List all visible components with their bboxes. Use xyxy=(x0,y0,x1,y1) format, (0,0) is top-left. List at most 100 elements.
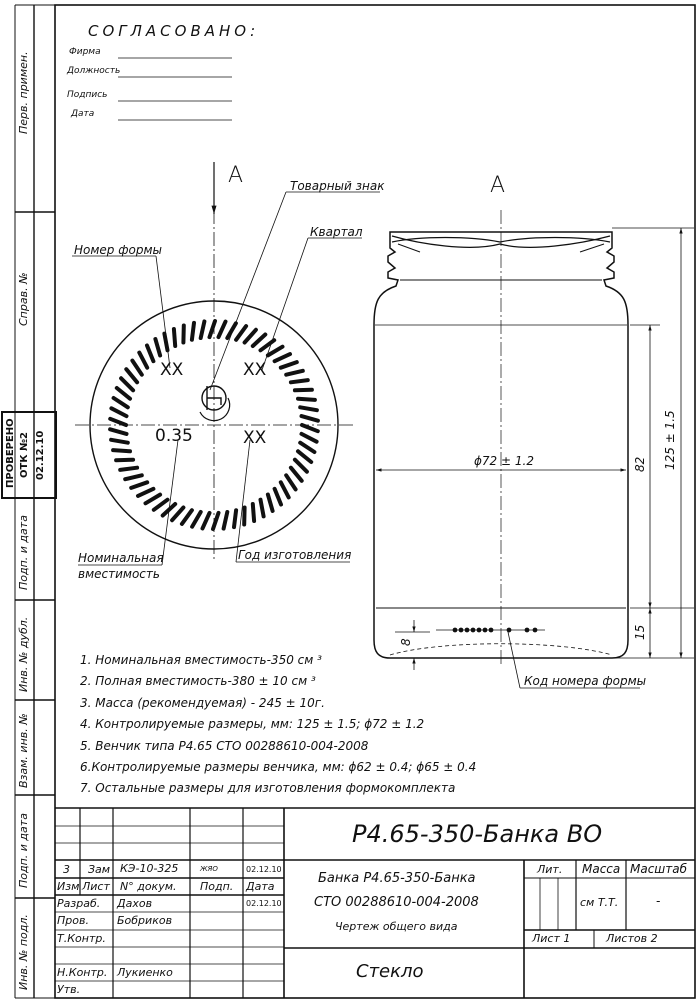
callout-nominal-capacity-1: Номинальная xyxy=(78,551,164,565)
otk-stamp-border xyxy=(1,411,57,499)
knurl-notch xyxy=(272,486,283,507)
side-label-sign-date-1: Подп. и дата xyxy=(17,515,30,590)
knurl-notch xyxy=(114,457,136,463)
side-label-orig-inv: Инв. № подл. xyxy=(17,914,30,990)
dim-height-total: 125 ± 1.5 xyxy=(663,410,677,470)
tb-name-0: Дахов xyxy=(117,897,153,910)
knurl-notch xyxy=(109,406,129,419)
callout-trademark: Товарный знак xyxy=(290,179,385,193)
knurl-notch xyxy=(111,396,130,410)
knurl-notch xyxy=(298,405,319,413)
note-2: 2. Полная вместимость-380 ± 10 см ³ xyxy=(80,674,316,688)
tb-hdr-list: Лист xyxy=(82,880,110,893)
dim-height-base: 15 xyxy=(633,624,647,640)
note-7: 7. Остальные размеры для изготовления фо… xyxy=(80,781,456,795)
knurl-notch xyxy=(170,505,186,523)
knurl-notch xyxy=(278,360,299,370)
callout-leaders xyxy=(72,191,640,689)
note-3: 3. Масса (рекомендуемая) - 245 ± 10г. xyxy=(80,696,325,710)
knurl-notch xyxy=(118,465,140,472)
side-label-sign-date-2: Подп. и дата xyxy=(17,813,30,888)
tb-scale-value: - xyxy=(656,894,661,908)
view-label-right: A xyxy=(490,173,506,198)
tb-rev-sign: ЖЯО xyxy=(200,865,218,873)
tb-role-1: Пров. xyxy=(57,914,89,927)
tb-date-0: 02.12.10 xyxy=(246,899,282,908)
knurl-notch xyxy=(200,510,212,531)
mark-xx-bottom: XX xyxy=(243,428,267,448)
knurl-notch xyxy=(234,324,249,342)
mold-code-dots xyxy=(436,627,545,633)
knurl-notch xyxy=(109,437,130,445)
dimension-lines xyxy=(376,227,694,670)
tb-material: Стекло xyxy=(356,961,424,982)
tb-mass-value: см Т.Т. xyxy=(580,896,619,909)
tb-name-1: Банка Р4.65-350-Банка xyxy=(318,871,476,886)
knurl-notch xyxy=(292,457,309,474)
tb-name-1: Бобриков xyxy=(117,914,173,927)
otk-stamp-line2: ОТК №2 xyxy=(19,432,30,478)
tb-role-4: Н.Контр. xyxy=(57,966,108,979)
callout-year: Год изготовления xyxy=(238,548,352,562)
knurl-notch xyxy=(198,319,207,340)
knurl-notch xyxy=(179,508,194,526)
knurl-notch xyxy=(123,473,144,482)
knurl-notch xyxy=(162,331,170,353)
approval-title: СОГЛАСОВАНО: xyxy=(88,22,260,40)
knurl-notch xyxy=(284,473,298,492)
knurl-notch xyxy=(216,319,228,340)
knurl-notch xyxy=(265,492,275,513)
knurl-notch xyxy=(292,387,314,393)
bottom-view xyxy=(75,210,355,560)
mark-xx-right: XX xyxy=(243,360,267,380)
knurl-notch xyxy=(171,327,178,348)
tb-name-3: Чертеж общего вида xyxy=(335,920,458,933)
tb-role-2: Т.Контр. xyxy=(57,932,106,945)
knurl-notch xyxy=(288,465,304,483)
tb-name-4: Лукиенко xyxy=(117,966,173,979)
tb-role-0: Разраб. xyxy=(57,897,101,910)
callout-nominal-capacity-2: вместимость xyxy=(78,567,160,581)
mark-xx-left: XX xyxy=(160,360,184,380)
dim-height-body: 82 xyxy=(633,456,647,472)
tb-rev-date: 02.12.10 xyxy=(246,865,282,874)
tb-hdr-date: Дата xyxy=(246,880,275,893)
mark-capacity: 0.35 xyxy=(155,426,193,446)
knurl-notch xyxy=(242,327,258,345)
approval-lines xyxy=(118,57,232,121)
knurl-notch xyxy=(288,378,310,385)
otk-stamp-line1: ПРОВЕРЕНО xyxy=(5,418,16,488)
knurl-notch xyxy=(258,497,266,519)
tb-scale-header: Масштаб xyxy=(630,862,688,876)
knurl-notch xyxy=(298,440,317,454)
knurl-notch xyxy=(151,497,170,512)
knurl-notch xyxy=(299,431,319,444)
callout-quarter: Квартал xyxy=(310,225,363,239)
side-label-replace-inv: Взам. инв. № xyxy=(17,713,30,788)
knurl-notch xyxy=(296,396,317,402)
tb-sheets: Листов 2 xyxy=(606,932,658,945)
knurl-notch xyxy=(119,376,136,393)
knurl-notch xyxy=(129,480,150,490)
knurl-notch xyxy=(300,423,320,434)
knurl-notch xyxy=(124,367,140,385)
title-block-grid xyxy=(55,807,695,998)
side-label-dup-inv: Инв. № дубл. xyxy=(17,616,30,692)
knurl-notch xyxy=(265,344,285,358)
knurl-notch xyxy=(153,337,163,358)
approval-field-position: Должность xyxy=(67,66,121,76)
knurl-notch xyxy=(189,320,196,342)
dim-diameter: ϕ72 ± 1.2 xyxy=(474,454,534,468)
callout-mold-code: Код номера формы xyxy=(524,674,647,688)
dim-base-offset: 8 xyxy=(399,638,413,646)
note-4: 4. Контролируемые размеры, мм: 125 ± 1.5… xyxy=(80,717,425,731)
knurl-notch xyxy=(143,492,163,506)
tb-sheet: Лист 1 xyxy=(532,932,571,945)
tb-rev-doc: КЭ-10-325 xyxy=(120,862,179,875)
knurl-notch xyxy=(130,358,144,377)
view-label-left: A xyxy=(228,163,244,188)
knurl-notch xyxy=(108,416,128,427)
knurl-notch xyxy=(250,332,268,348)
knurl-notch xyxy=(108,427,129,436)
